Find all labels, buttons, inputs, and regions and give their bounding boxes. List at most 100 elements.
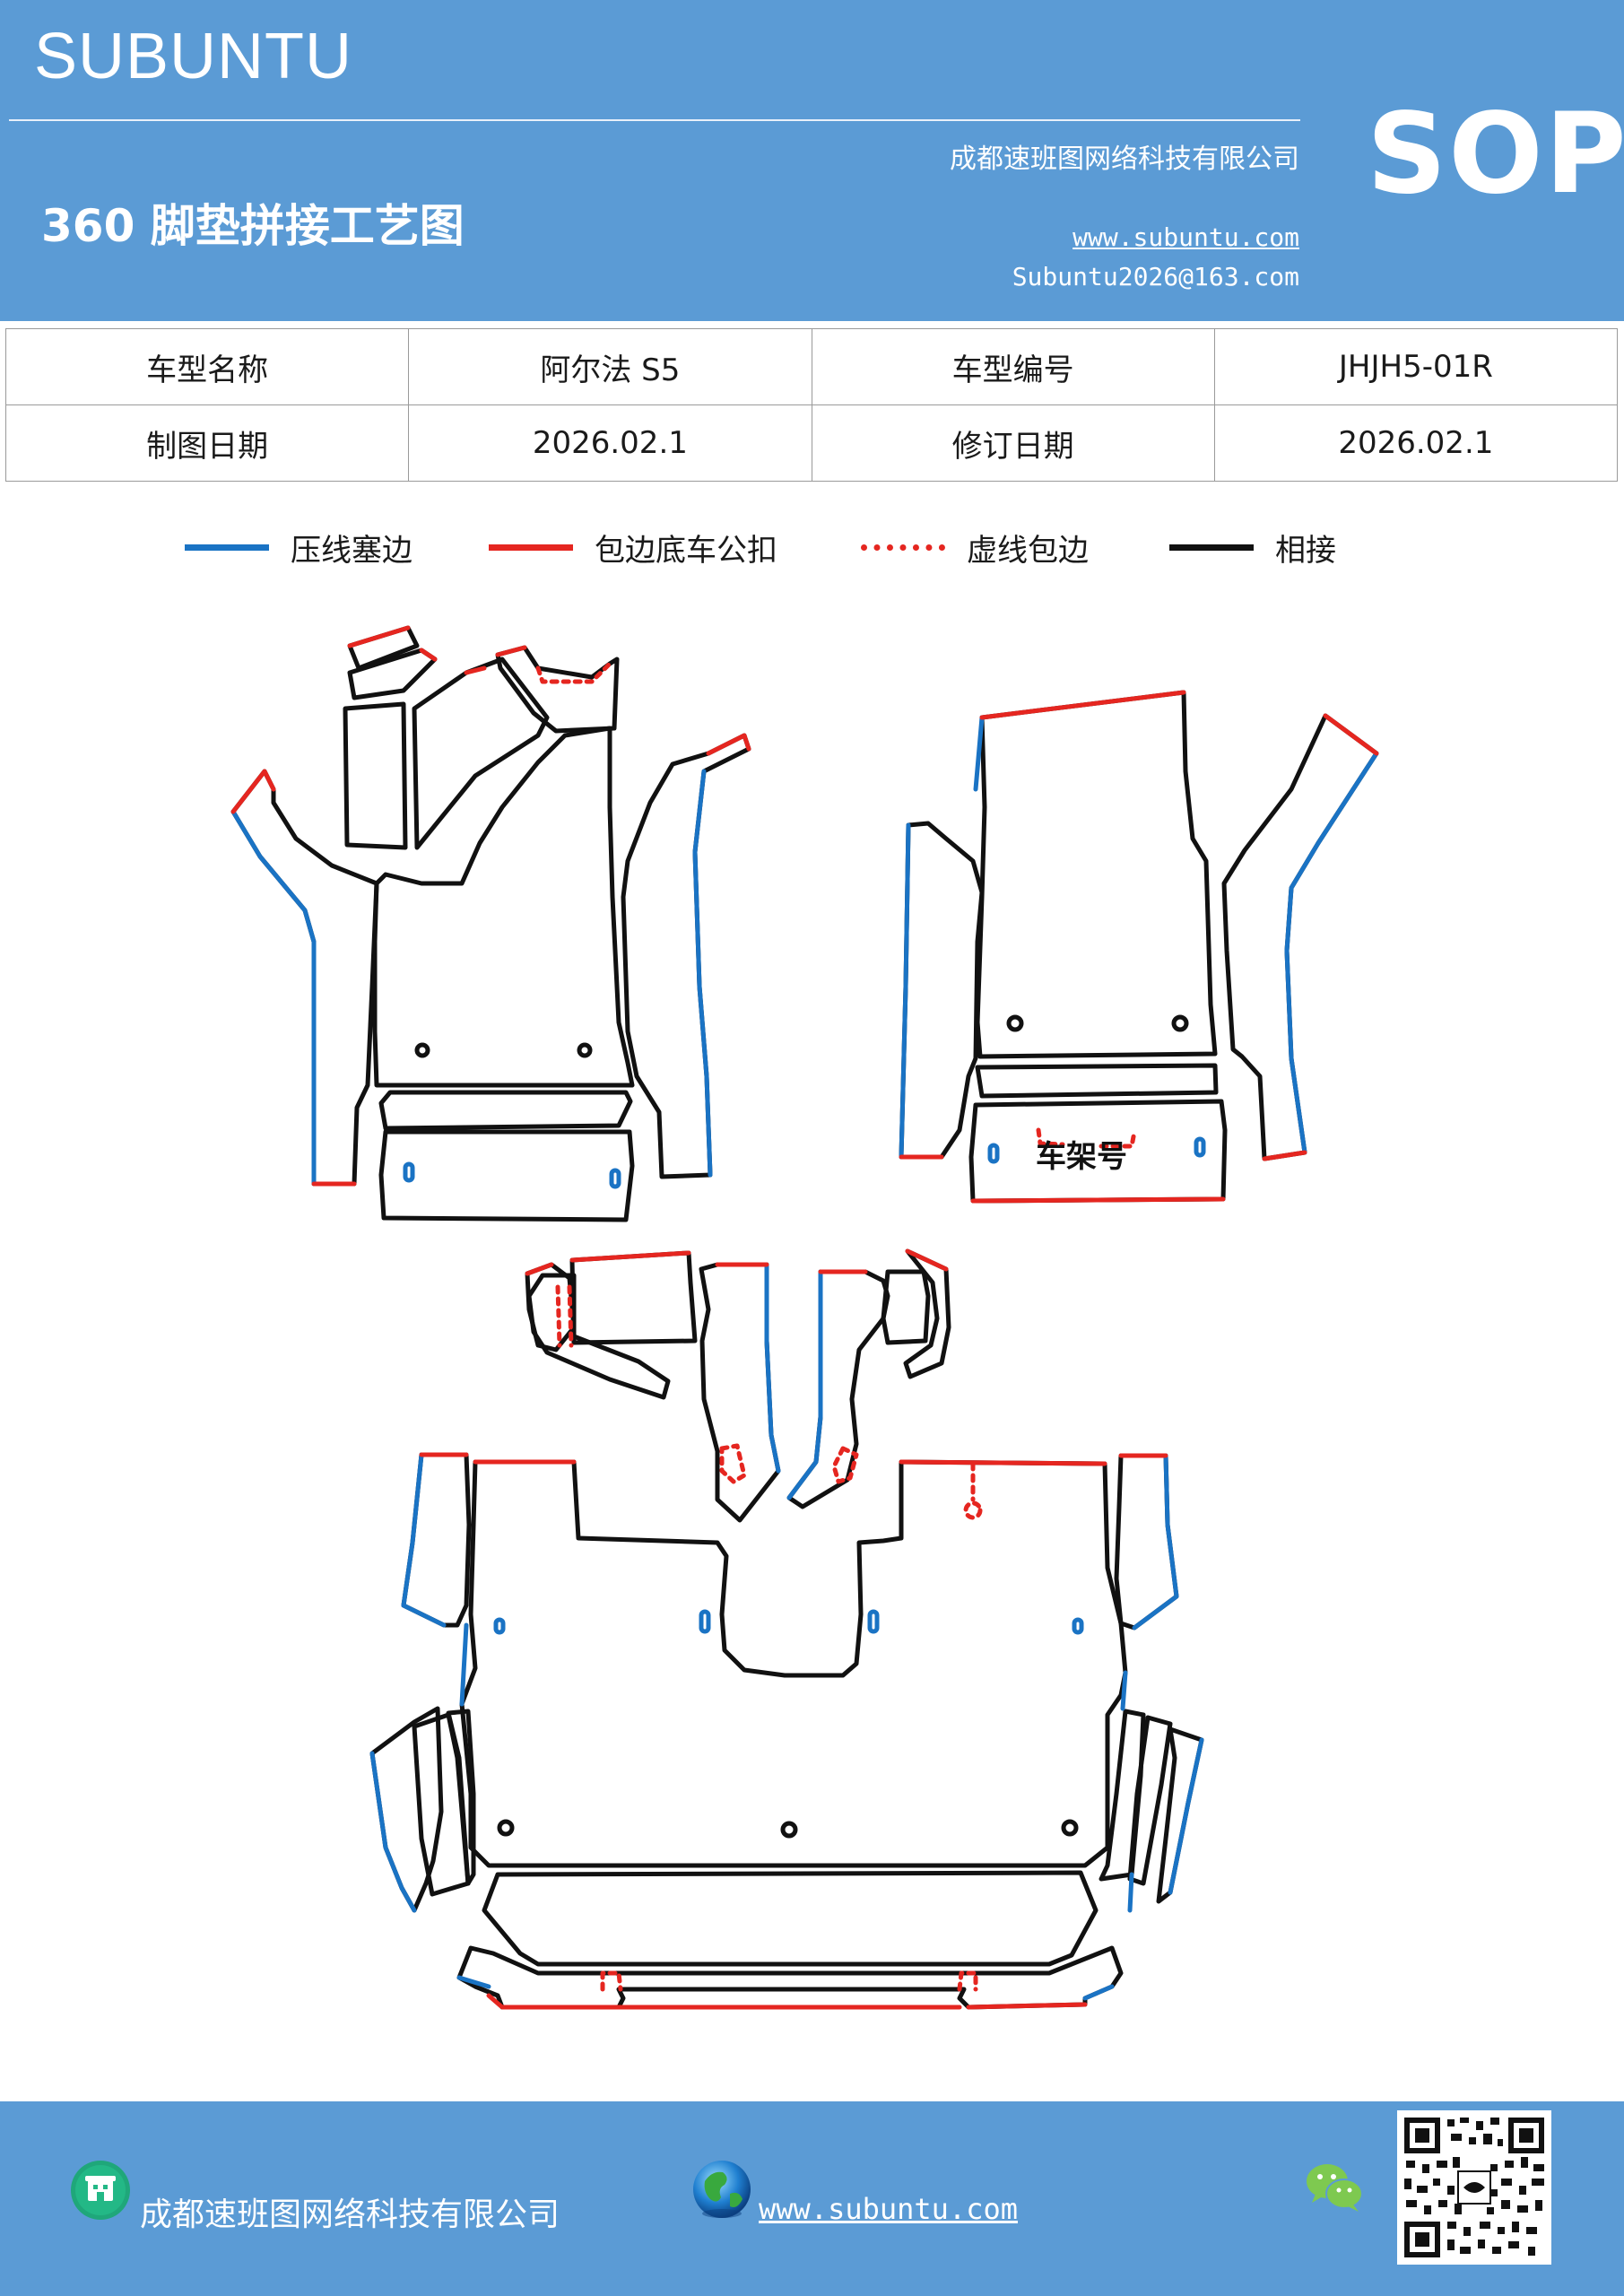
dotted-binding-edge (567, 1284, 574, 1348)
header-email: Subuntu2026@163.com (1012, 262, 1299, 291)
legend-label: 压线塞边 (291, 533, 413, 569)
driver-mat-top-piece (412, 657, 550, 850)
mounting-hole (497, 1819, 515, 1837)
rear-mat-main (459, 1459, 1128, 1868)
binding-edge (979, 690, 1186, 720)
center-right-panel (881, 1269, 931, 1345)
dotted-binding-edge (1036, 1127, 1065, 1147)
sop-badge: SOP (1367, 90, 1624, 219)
legend-label: 相接 (1275, 533, 1336, 569)
table-cell: 修订日期 (811, 404, 1215, 482)
center-right-bracket (903, 1248, 951, 1379)
press-line-edge (1168, 1737, 1204, 1895)
slot-mark (609, 1168, 621, 1189)
footer-website-link[interactable]: www.subuntu.com (759, 2192, 1018, 2226)
binding-edge (464, 665, 487, 675)
passenger-mat-group (899, 690, 1379, 1204)
rear-mat-bottom (456, 1945, 1124, 2010)
legend-label: 虚线包边 (967, 533, 1089, 569)
rear-mat-right-rib-1 (1099, 1709, 1146, 1882)
press-line-edge (973, 715, 985, 792)
mounting-hole (577, 1042, 593, 1058)
press-line-edge (692, 769, 713, 1178)
press-line-edge (1082, 1984, 1115, 2001)
press-line-edge (1127, 1872, 1134, 1913)
mounting-hole (780, 1821, 798, 1839)
driver-mat-top-piece (347, 648, 438, 700)
press-line-edge (1120, 1670, 1128, 1711)
dotted-binding-edge (1099, 1129, 1137, 1149)
brand-name: SUBUNTU (34, 21, 353, 92)
slot-mark (699, 1609, 711, 1634)
press-line-edge (369, 1751, 417, 1913)
press-line-edge (786, 1269, 823, 1500)
legend-swatch (1169, 544, 1254, 551)
driver-mat-strip (378, 1090, 633, 1131)
binding-edge (419, 648, 438, 662)
binding-edge (347, 625, 411, 648)
passenger-mat-strip (975, 1063, 1219, 1099)
frame-number-label: 车架号 (1036, 1139, 1127, 1175)
rear-mat-strip (482, 1870, 1099, 1967)
table-cell: 阿尔法 S5 (408, 328, 812, 405)
passenger-mat-main (975, 690, 1218, 1059)
legend-swatch (489, 544, 573, 551)
slot-mark (867, 1609, 880, 1634)
press-line-edge (1284, 751, 1379, 1155)
dotted-binding-edge (957, 1970, 978, 1992)
binding-edge (1262, 1150, 1307, 1161)
press-line-edge (230, 809, 317, 1187)
header-banner (0, 0, 1624, 321)
passenger-mat-side-right (1221, 713, 1379, 1161)
rear-mat-group (369, 1452, 1204, 2010)
document-title: 360 脚垫拼接工艺图 (41, 200, 465, 252)
table-cell: 车型名称 (4, 328, 410, 405)
dotted-binding-edge (719, 1443, 747, 1484)
slot-mark (987, 1143, 1000, 1164)
binding-edge (899, 1459, 1107, 1466)
driver-mat-top-piece (495, 645, 620, 734)
footer-company: 成都速班图网络科技有限公司 (140, 2196, 560, 2233)
header-company: 成都速班图网络科技有限公司 (950, 144, 1299, 175)
legend-swatch (185, 544, 269, 551)
legend-item: 压线塞边 (185, 526, 413, 570)
dotted-binding-edge (535, 661, 612, 684)
passenger-mat-side-left (899, 821, 985, 1160)
legend-label: 包边底车公扣 (595, 533, 777, 569)
qr-code (1397, 2110, 1551, 2265)
press-line-edge (1132, 1453, 1179, 1631)
header-divider (9, 119, 1300, 121)
table-row: 制图日期 2026.02.1 修订日期 2026.02.1 (4, 404, 1619, 482)
mounting-hole (1006, 1014, 1024, 1032)
legend-swatch (861, 544, 945, 551)
center-left-frame (526, 1273, 671, 1400)
binding-edge (569, 1250, 691, 1263)
rear-mat-left-rib-3 (446, 1709, 476, 1886)
legend-item: 包边底车公扣 (489, 526, 777, 570)
binding-edge (230, 769, 276, 814)
center-left-panel (569, 1250, 698, 1345)
dotted-binding-ring (963, 1500, 983, 1520)
driver-mat-side-left (230, 769, 379, 1187)
header-website-link[interactable]: www.subuntu.com (1073, 222, 1299, 252)
binding-edge (525, 1262, 554, 1276)
mounting-hole (1171, 1014, 1189, 1032)
dotted-binding-edge (831, 1446, 859, 1484)
table-row: 车型名称 阿尔法 S5 车型编号 JHJH5-01R (4, 328, 1619, 405)
building-icon (71, 2161, 130, 2220)
binding-edge (966, 2002, 1088, 2010)
driver-mat-main (372, 726, 635, 1088)
press-line-edge (764, 1262, 781, 1474)
binding-edge (486, 1993, 621, 2010)
press-line-edge (459, 1622, 469, 1707)
vehicle-info-table: 车型名称 阿尔法 S5 车型编号 JHJH5-01R 制图日期 2026.02.… (4, 328, 1619, 482)
dotted-binding-edge (555, 1284, 562, 1348)
slot-mark (493, 1617, 506, 1635)
slot-mark (1072, 1617, 1084, 1635)
press-line-edge (456, 1975, 491, 1989)
binding-edge (1323, 713, 1379, 756)
globe-icon (693, 2161, 751, 2218)
slot-mark (1194, 1136, 1206, 1158)
table-cell: 车型编号 (811, 328, 1215, 405)
